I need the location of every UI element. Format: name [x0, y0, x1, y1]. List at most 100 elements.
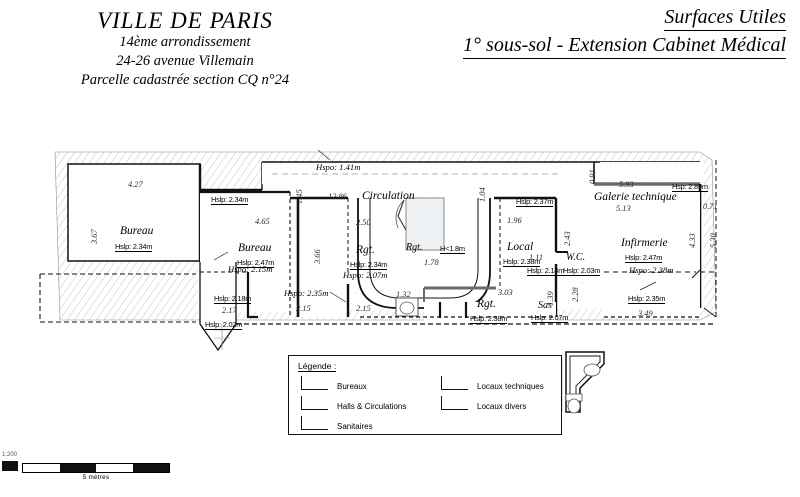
scale-seg-4 — [132, 464, 169, 472]
legend-label-bureaux: Bureaux — [337, 382, 367, 391]
scale-seg-3 — [96, 464, 133, 472]
room-label-wc: W.C. — [566, 252, 586, 263]
legend-box: Légende : Bureaux Halls & Circulations S… — [288, 355, 562, 435]
height-label-stair: Hslp: 2.02m — [205, 320, 243, 330]
height-label-rgt-1: Hslp: 2.34m — [350, 260, 388, 270]
room-label-sas: Sas — [538, 300, 552, 311]
dim-rgt-1-low: 2.15 — [356, 304, 371, 313]
dim-bureau-2-width: 4.65 — [255, 217, 270, 226]
dim-1-45: 1.45 — [295, 189, 304, 204]
legend-swatch-bureaux — [301, 376, 328, 390]
height-label-infirmerie-low: Hslp: 2.35m — [628, 294, 666, 304]
height-label-rgt-2: H<1.8m — [440, 244, 465, 254]
room-label-local: Local — [507, 241, 534, 253]
boundary-dashed-right — [703, 160, 717, 318]
room-circulation — [262, 161, 700, 184]
hspo-label-left: Hspo: 2.35m — [284, 288, 329, 298]
height-label-sas: Hslp: 2.07m — [531, 313, 569, 323]
scale-bar-track — [22, 463, 170, 473]
dim-bureau-1-width: 4.27 — [128, 180, 143, 189]
parcel-line: Parcelle cadastrée section CQ n°24 — [80, 71, 290, 88]
legend-label-locaux-divers: Locaux divers — [477, 402, 527, 411]
dim-5-13: 5.13 — [616, 204, 631, 213]
hspo-label-circulation: Hspo: 1.41m — [316, 162, 361, 172]
dim-2-17: 2.17 — [222, 306, 237, 315]
legend-swatch-halls — [301, 396, 328, 410]
document-header: VILLE DE PARIS 14ème arrondissement 24-2… — [0, 0, 800, 110]
legend-label-halls: Halls & Circulations — [337, 402, 407, 411]
dim-5-30: 5.30 — [709, 233, 718, 248]
header-right-block: Surfaces Utiles 1° sous-sol - Extension … — [463, 6, 786, 59]
hspo-label-bureau-2: Hspo: 2.15m — [228, 264, 273, 274]
legend-swatch-locaux-divers — [441, 396, 468, 410]
floor-plan: Bureau Hslp: 2.34m 4.27 3.67 Hslp: 2.34m… — [0, 112, 800, 442]
dim-1-32: 1.32 — [396, 290, 411, 299]
height-label-rgt-3: Hslp: 2.38m — [470, 314, 508, 324]
room-rgt-3 — [360, 302, 556, 324]
dim-1-04: 1.04 — [478, 187, 487, 202]
dim-bureau-1-height: 3.67 — [90, 229, 99, 244]
dim-3-66: 3.66 — [313, 249, 322, 264]
floor-plan-drawing — [39, 149, 717, 414]
city-title: VILLE DE PARIS — [97, 8, 273, 33]
height-label-infirmerie: Hslp: 2.47m — [625, 253, 663, 263]
dim-rgt-1-width: 2.50 — [356, 218, 371, 227]
room-label-circulation: Circulation — [362, 190, 415, 202]
room-infirmerie — [604, 192, 716, 318]
room-label-rgt-3: Rgt. — [477, 298, 496, 310]
room-label-galerie: Galerie technique — [594, 191, 677, 203]
height-label-bureau-2-low: Hslp: 2.18m — [214, 294, 252, 304]
dim-0-91: 0.91 — [588, 169, 597, 184]
room-label-bureau-2: Bureau — [238, 242, 272, 254]
dim-2-43: 2.43 — [563, 231, 572, 246]
dim-2-28: 2.28 — [571, 287, 580, 302]
height-label-corridor-top: Hslp: 2.34m — [211, 195, 249, 205]
surfaces-title: Surfaces Utiles — [664, 6, 786, 31]
scale-bar: 5 mètres — [22, 463, 170, 481]
height-label-bureau-1: Hslp: 2.34m — [115, 242, 153, 252]
boundary-dashed-left — [39, 273, 196, 323]
dim-1-11: 1.11 — [529, 253, 544, 262]
height-label-wc: Hslp: 2.03m — [563, 266, 601, 276]
height-label-local: Hslp: 2.38m — [503, 257, 541, 267]
scale-ratio: 1:200 — [2, 452, 18, 458]
height-label-2-14: Hslp: 2.14m — [527, 266, 565, 276]
dim-3-49: 3.49 — [638, 309, 653, 318]
height-label-bureau-2: Hslp: 2.47m — [237, 258, 275, 268]
dim-1-78: 1.78 — [424, 258, 439, 267]
dim-5-93: 5.93 — [619, 180, 634, 189]
legend-label-sanitaires: Sanitaires — [337, 422, 373, 431]
room-rgt-1 — [290, 196, 350, 317]
scale-seg-2 — [59, 464, 96, 472]
hspo-label-rgt-1: Hspo: 2.07m — [343, 270, 388, 280]
room-label-rgt-2: Rgt. — [406, 242, 423, 253]
scale-bar-caption: 5 mètres — [82, 474, 110, 481]
scale-seg-1 — [23, 464, 60, 472]
room-label-rgt-1: Rgt. — [356, 244, 375, 256]
dim-0-71: 0.71 — [703, 202, 718, 211]
room-wc — [559, 351, 605, 414]
north-arrow-icon — [2, 461, 18, 471]
header-left-block: VILLE DE PARIS 14ème arrondissement 24-2… — [20, 8, 350, 90]
legend-swatch-locaux-techniques — [441, 376, 468, 390]
dim-circulation-length: 12.86 — [328, 192, 347, 201]
dim-4-33: 4.33 — [688, 233, 697, 248]
address-line: 24-26 avenue Villemain — [116, 53, 254, 70]
legend-title: Légende : — [298, 361, 337, 372]
legend-swatch-sanitaires — [301, 416, 328, 430]
room-local — [494, 196, 568, 317]
height-label-galerie: Hsp: 2.89m — [672, 182, 708, 192]
stairwell-rgt-2 — [357, 197, 496, 309]
fixture-wc-center — [395, 297, 468, 318]
dimension-leaders — [213, 149, 657, 303]
room-bureau-2 — [200, 190, 291, 317]
dim-1-96: 1.96 — [507, 216, 522, 225]
room-label-bureau-1: Bureau — [120, 225, 154, 237]
dim-left-2-15: 2.15 — [296, 304, 311, 313]
height-label-right-corridor: Hslp: 2.37m — [516, 197, 554, 207]
dim-3-03: 3.03 — [498, 288, 513, 297]
arrondissement-line: 14ème arrondissement — [119, 34, 251, 51]
hspo-label-infirmerie: Hspo: 2.38m — [629, 265, 674, 275]
legend-label-locaux-techniques: Locaux techniques — [477, 382, 544, 391]
room-label-infirmerie: Infirmerie — [621, 237, 668, 249]
